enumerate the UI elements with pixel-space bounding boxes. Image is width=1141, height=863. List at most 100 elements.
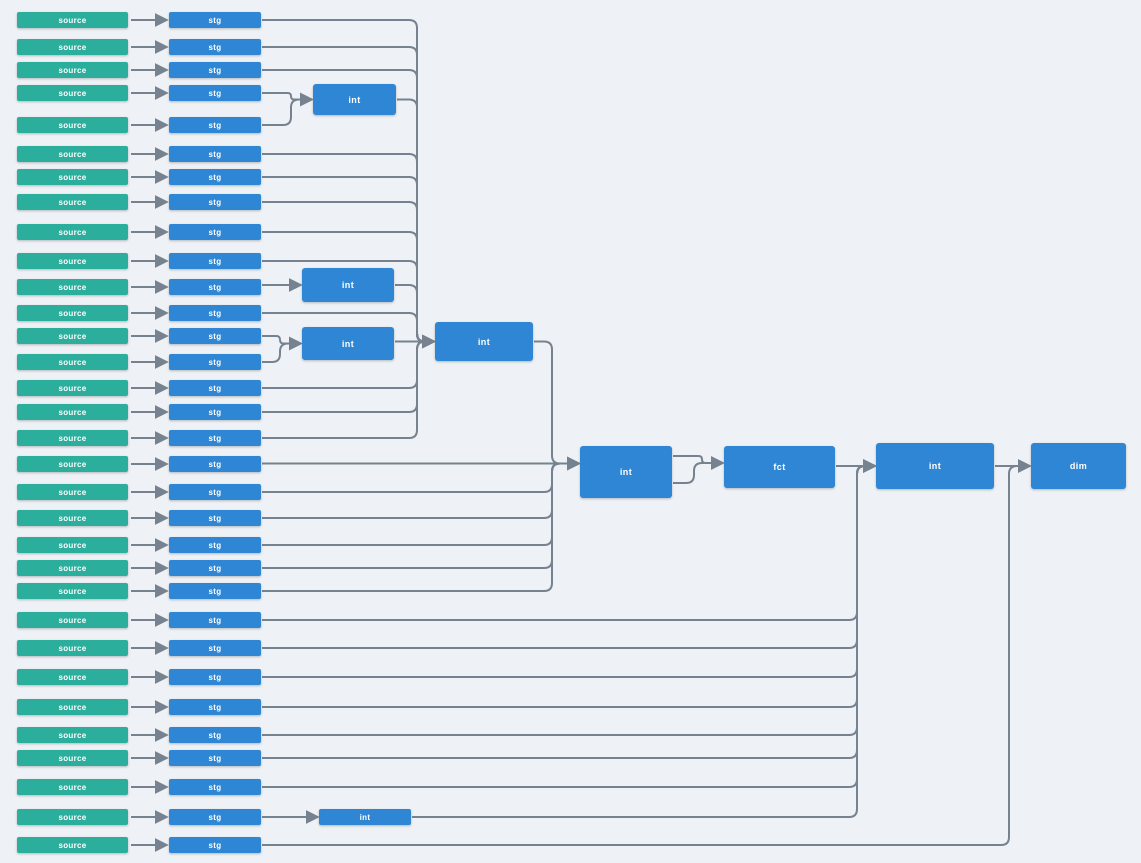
node-source-r3[interactable]: source (17, 62, 128, 78)
node-source-r13[interactable]: source (17, 328, 128, 344)
node-label: stg (208, 172, 222, 182)
node-source-r30[interactable]: source (17, 779, 128, 795)
node-source-r9[interactable]: source (17, 224, 128, 240)
node-label: source (58, 730, 87, 740)
node-label: source (58, 15, 87, 25)
node-label: source (58, 540, 87, 550)
node-source-r26[interactable]: source (17, 669, 128, 685)
node-stg-r26[interactable]: stg (169, 669, 261, 685)
node-fct[interactable]: fct (724, 446, 835, 488)
node-stg-r20[interactable]: stg (169, 510, 261, 526)
node-source-r4[interactable]: source (17, 85, 128, 101)
node-stg-r5[interactable]: stg (169, 117, 261, 133)
node-label: stg (208, 42, 222, 52)
node-source-r21[interactable]: source (17, 537, 128, 553)
node-source-r22[interactable]: source (17, 560, 128, 576)
node-stg-r22[interactable]: stg (169, 560, 261, 576)
node-int2[interactable]: int (302, 268, 394, 302)
node-source-r27[interactable]: source (17, 699, 128, 715)
node-stg-r17[interactable]: stg (169, 430, 261, 446)
node-int1[interactable]: int (313, 84, 396, 115)
lineage-edge (673, 456, 725, 484)
node-stg-r11[interactable]: stg (169, 279, 261, 295)
node-stg-r21[interactable]: stg (169, 537, 261, 553)
node-source-r25[interactable]: source (17, 640, 128, 656)
node-label: int (477, 336, 491, 347)
node-source-r11[interactable]: source (17, 279, 128, 295)
node-label: stg (208, 149, 222, 159)
node-source-r31[interactable]: source (17, 809, 128, 825)
lineage-edge (262, 336, 303, 363)
node-source-r18[interactable]: source (17, 456, 128, 472)
node-dim[interactable]: dim (1031, 443, 1126, 489)
node-int5[interactable]: int (580, 446, 672, 498)
node-label: stg (208, 840, 222, 850)
node-stg-r13[interactable]: stg (169, 328, 261, 344)
node-label: stg (208, 643, 222, 653)
node-stg-r10[interactable]: stg (169, 253, 261, 269)
node-stg-r1[interactable]: stg (169, 12, 261, 28)
node-int7[interactable]: int (319, 809, 411, 825)
lineage-edge (262, 459, 877, 788)
node-source-r8[interactable]: source (17, 194, 128, 210)
lineage-edge (262, 456, 581, 546)
lineage-edge (397, 98, 436, 349)
node-stg-r7[interactable]: stg (169, 169, 261, 185)
node-label: source (58, 120, 87, 130)
lineage-edge (262, 459, 877, 759)
node-source-r10[interactable]: source (17, 253, 128, 269)
node-stg-r23[interactable]: stg (169, 583, 261, 599)
node-label: stg (208, 433, 222, 443)
node-stg-r9[interactable]: stg (169, 224, 261, 240)
node-stg-r15[interactable]: stg (169, 380, 261, 396)
node-stg-r2[interactable]: stg (169, 39, 261, 55)
node-stg-r32[interactable]: stg (169, 837, 261, 853)
node-label: stg (208, 65, 222, 75)
node-label: source (58, 197, 87, 207)
node-source-r12[interactable]: source (17, 305, 128, 321)
node-stg-r18[interactable]: stg (169, 456, 261, 472)
node-source-r19[interactable]: source (17, 484, 128, 500)
node-source-r1[interactable]: source (17, 12, 128, 28)
node-source-r16[interactable]: source (17, 404, 128, 420)
node-source-r28[interactable]: source (17, 727, 128, 743)
node-stg-r30[interactable]: stg (169, 779, 261, 795)
node-stg-r24[interactable]: stg (169, 612, 261, 628)
node-source-r17[interactable]: source (17, 430, 128, 446)
node-label: source (58, 331, 87, 341)
node-source-r7[interactable]: source (17, 169, 128, 185)
node-stg-r28[interactable]: stg (169, 727, 261, 743)
node-int4[interactable]: int (435, 322, 533, 361)
node-source-r5[interactable]: source (17, 117, 128, 133)
node-source-r32[interactable]: source (17, 837, 128, 853)
node-label: stg (208, 282, 222, 292)
node-stg-r27[interactable]: stg (169, 699, 261, 715)
node-stg-r25[interactable]: stg (169, 640, 261, 656)
node-stg-r29[interactable]: stg (169, 750, 261, 766)
node-source-r6[interactable]: source (17, 146, 128, 162)
node-label: source (58, 513, 87, 523)
node-label: int (341, 338, 355, 349)
node-stg-r19[interactable]: stg (169, 484, 261, 500)
node-source-r15[interactable]: source (17, 380, 128, 396)
node-source-r20[interactable]: source (17, 510, 128, 526)
lineage-edge (262, 459, 877, 678)
node-source-r14[interactable]: source (17, 354, 128, 370)
node-stg-r8[interactable]: stg (169, 194, 261, 210)
node-source-r23[interactable]: source (17, 583, 128, 599)
node-stg-r6[interactable]: stg (169, 146, 261, 162)
node-stg-r3[interactable]: stg (169, 62, 261, 78)
node-source-r2[interactable]: source (17, 39, 128, 55)
node-stg-r16[interactable]: stg (169, 404, 261, 420)
node-stg-r31[interactable]: stg (169, 809, 261, 825)
node-int3[interactable]: int (302, 327, 394, 360)
lineage-edge (262, 456, 581, 493)
node-int6[interactable]: int (876, 443, 994, 489)
node-stg-r14[interactable]: stg (169, 354, 261, 370)
node-stg-r4[interactable]: stg (169, 85, 261, 101)
node-source-r24[interactable]: source (17, 612, 128, 628)
node-stg-r12[interactable]: stg (169, 305, 261, 321)
node-source-r29[interactable]: source (17, 750, 128, 766)
node-label: source (58, 149, 87, 159)
